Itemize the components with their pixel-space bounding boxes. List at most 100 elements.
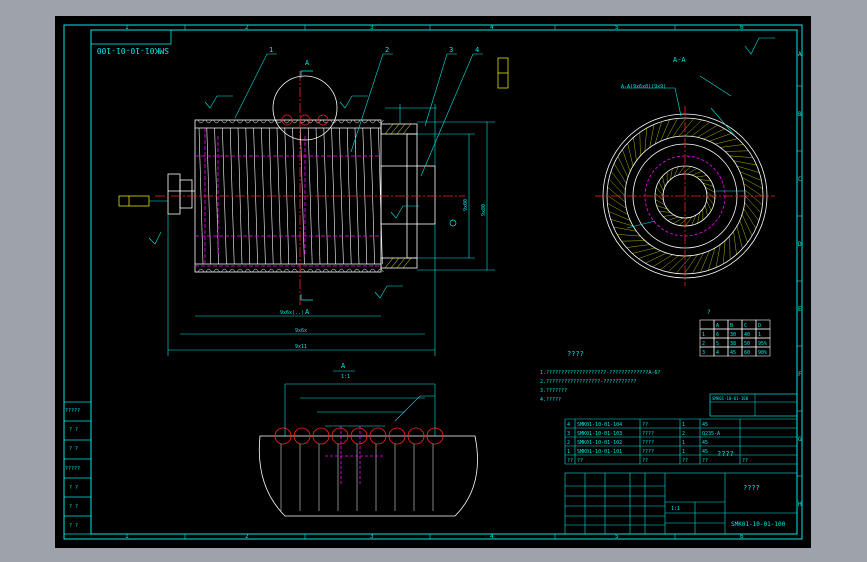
tech-req-line-3: 3.???????	[540, 388, 567, 394]
groove-profile-bottom	[322, 268, 330, 273]
detail-groove-circle	[369, 427, 387, 445]
bom-cell-text: 45	[702, 422, 708, 428]
groove-profile-top	[369, 119, 376, 124]
roughness-cell-text: C	[744, 323, 747, 329]
bom-cell-text: ??	[567, 458, 573, 464]
cad-drawing-canvas[interactable]: 1 2 3 4 5 6 1 2 3 4 5 6 A B C D E F G H …	[55, 16, 811, 548]
hatch-line	[621, 240, 645, 242]
groove-profile-bottom	[267, 268, 275, 273]
hatch-line	[744, 202, 760, 221]
roughness-cell-text: A	[716, 323, 719, 329]
bom-cell-text: ??	[642, 422, 648, 428]
main-dim-text: 9x11 9x6x 9x6x(..) 9x00 9x80	[280, 199, 487, 350]
detail-groove-circle	[312, 427, 330, 445]
bom-cell-text: ??	[682, 458, 688, 464]
hub-hatch-line	[702, 182, 714, 187]
bottom-zone-4: 4	[490, 533, 494, 540]
groove-profile-bottom	[314, 268, 322, 273]
title-block-grid	[564, 472, 798, 535]
bom-cell-text: 3	[567, 431, 570, 437]
hub-hatch-line	[662, 176, 666, 188]
detail-view[interactable]: A 1:1	[258, 362, 478, 517]
section-markers: A A	[305, 59, 310, 316]
bom-cell-text: SMK01-10-01-102	[577, 440, 622, 446]
bottom-zone-3: 3	[370, 533, 374, 540]
bom-cell-text: 1	[682, 440, 685, 446]
bom-cell-text: 45	[702, 449, 708, 455]
hatch-line	[645, 252, 667, 264]
dim-overall: 9x11	[295, 344, 307, 350]
hatch-line	[691, 121, 710, 137]
hatch-line	[610, 219, 634, 227]
groove-profile-top	[205, 119, 213, 124]
right-zone-g: G	[798, 436, 802, 443]
groove-profile-top	[221, 119, 228, 124]
roughness-cell-text: B	[730, 323, 733, 329]
main-dimensions	[167, 104, 495, 356]
top-right-box-text: SMK01-10-01-100	[712, 396, 749, 401]
hatch-line	[608, 178, 626, 197]
datum-marker	[449, 219, 457, 227]
section-centerlines	[595, 106, 775, 286]
dim-body: 9x6x(..)	[280, 310, 304, 316]
right-zone-h: H	[798, 501, 802, 508]
groove-profile-bottom	[260, 268, 267, 273]
top-zone-5: 5	[615, 24, 619, 31]
hub-hatch-line	[697, 212, 700, 224]
groove-profile-bottom	[338, 268, 345, 273]
hatch-line	[741, 177, 763, 189]
hatch-line	[607, 203, 629, 215]
hub-hatch-line	[682, 166, 691, 175]
groove-profile-top	[361, 119, 369, 124]
hub-hatch-line	[691, 171, 703, 176]
groove-profile-bottom	[361, 268, 369, 273]
right-zone-b: B	[798, 111, 802, 118]
balloon-2[interactable]: 2	[385, 46, 389, 54]
hatch-line	[684, 254, 698, 275]
bottom-zone-6: 6	[740, 533, 744, 540]
groove-profile-top	[314, 119, 322, 124]
hub-hatch-line	[659, 211, 671, 213]
roughness-cell-text: 4	[716, 350, 719, 356]
groove-profile-top	[197, 119, 205, 124]
hatch-line	[617, 156, 629, 178]
balloon-4[interactable]: 4	[475, 46, 479, 54]
groove-profile-top	[252, 119, 259, 124]
main-view-drum[interactable]: 9x11 9x6x 9x6x(..) 9x00 9x80 1 2 3 4 A A	[118, 46, 509, 356]
section-marker-bottom: A	[305, 308, 310, 316]
groove-profile-bottom	[228, 268, 236, 273]
hatch-line	[632, 247, 656, 254]
roughness-cell-text: 60	[744, 350, 750, 356]
section-ring-hatch	[606, 117, 764, 275]
section-view-a-a[interactable]: A-A A-A(9x6x0)(9x9)	[595, 37, 775, 286]
zone-labels: 1 2 3 4 5 6 1 2 3 4 5 6 A B C D E F G H	[125, 24, 802, 540]
roughness-cell-text: D	[758, 323, 761, 329]
balloon-1[interactable]: 1	[269, 46, 273, 54]
hub-hatch-line	[667, 216, 679, 221]
groove-profile-bottom	[291, 268, 298, 273]
bom-cell-text: 4	[567, 422, 570, 428]
roughness-cell-text: 6	[716, 332, 719, 338]
hub-hatch-line	[699, 179, 711, 181]
bom-cell-text: ????	[642, 431, 654, 437]
hatch-line	[723, 240, 726, 264]
hatch-line	[607, 186, 626, 203]
groove-profile-top	[267, 119, 275, 124]
hatch-line	[733, 231, 737, 255]
detail-grooves	[274, 427, 444, 511]
bom-cell-text: ??	[702, 458, 708, 464]
balloon-3[interactable]: 3	[449, 46, 453, 54]
hub-hatch-line	[656, 187, 664, 197]
groove-profile-bottom	[205, 268, 213, 273]
right-zone-e: E	[798, 306, 802, 313]
groove-profile-bottom	[353, 268, 361, 273]
hub-hatch-line	[658, 181, 664, 192]
hatch-line	[692, 252, 704, 274]
bottom-zone-5: 5	[615, 533, 619, 540]
hatch-line	[736, 165, 760, 173]
groove-profile-bottom	[252, 268, 259, 273]
detail-scale: 1:1	[341, 374, 350, 380]
groove-profile-top	[377, 119, 384, 124]
groove-profile-top	[283, 119, 291, 124]
